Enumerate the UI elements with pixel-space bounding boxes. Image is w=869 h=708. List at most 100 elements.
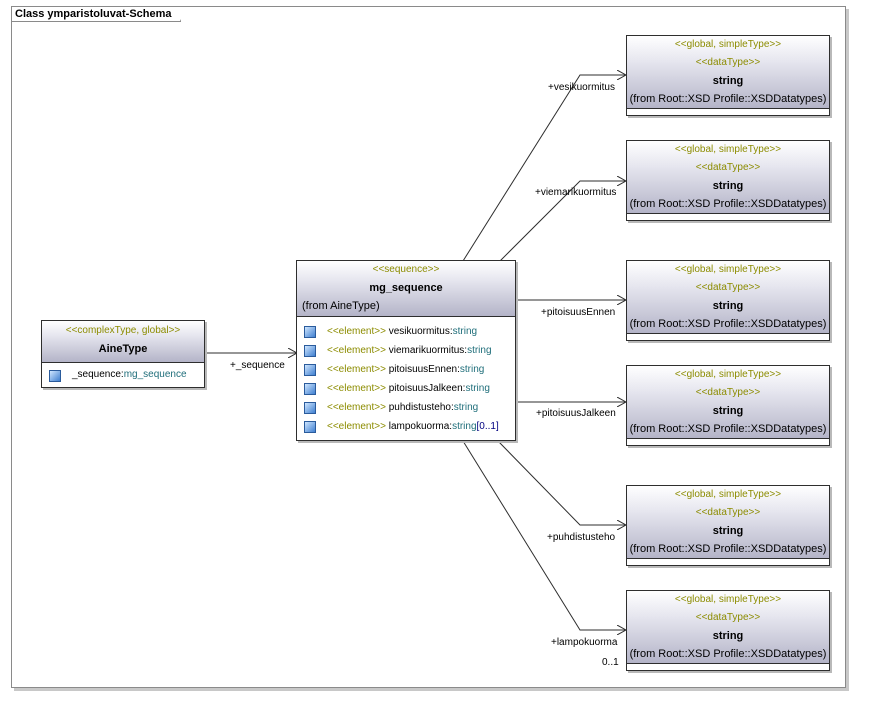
stereotype: <<global, simpleType>> xyxy=(674,369,782,380)
stereotype: <<dataType>> xyxy=(695,162,761,173)
element-attribute-icon xyxy=(304,326,316,338)
stereotype: <<global, simpleType>> xyxy=(674,489,782,500)
class-origin: (from Root::XSD Profile::XSDDatatypes) xyxy=(629,648,827,660)
multiplicity-label-lampokuorma: 0..1 xyxy=(602,657,619,668)
empty-compartment xyxy=(627,109,829,115)
assoc-line-vesikuormitus xyxy=(462,75,626,262)
assoc-line-viemarikuormitus xyxy=(499,181,626,262)
class-name: string xyxy=(712,525,744,537)
element-keyword: <<element>> xyxy=(327,421,386,432)
stereotype: <<sequence>> xyxy=(372,264,440,275)
stereotype: <<global, simpleType>> xyxy=(674,144,782,155)
element-row-pitoisuusennen[interactable]: <<element>> pitoisuusEnnen:string xyxy=(297,360,515,379)
stereotype: <<dataType>> xyxy=(695,387,761,398)
class-origin: (from Root::XSD Profile::XSDDatatypes) xyxy=(629,318,827,330)
datatype-string-lampokuorma[interactable]: <<global, simpleType>> <<dataType>> stri… xyxy=(626,590,830,671)
class-header: <<complexType, global>> AineType xyxy=(42,321,204,363)
stereotype: <<complexType, global>> xyxy=(65,325,181,336)
element-row-pitoisuusjalkeen[interactable]: <<element>> pitoisuusJalkeen:string xyxy=(297,379,515,398)
element-attribute-icon xyxy=(49,370,61,382)
stereotype: <<global, simpleType>> xyxy=(674,264,782,275)
class-name: string xyxy=(712,405,744,417)
element-list: <<element>> vesikuormitus:string <<eleme… xyxy=(297,317,515,440)
class-header: <<global, simpleType>> <<dataType>> stri… xyxy=(627,141,829,214)
role-label-viemarikuormitus: +viemarikuormitus xyxy=(535,187,617,198)
role-label-pitoisuusennen: +pitoisuusEnnen xyxy=(541,307,616,318)
element-name: puhdistusteho: xyxy=(388,402,454,413)
stereotype: <<dataType>> xyxy=(695,282,761,293)
class-name: string xyxy=(712,75,744,87)
class-aine-type[interactable]: <<complexType, global>> AineType _sequen… xyxy=(41,320,205,388)
element-type: string xyxy=(465,383,490,394)
element-attribute-icon xyxy=(304,402,316,414)
stereotype: <<global, simpleType>> xyxy=(674,39,782,50)
element-name: viemarikuormitus: xyxy=(388,345,468,356)
class-header: <<global, simpleType>> <<dataType>> stri… xyxy=(627,591,829,664)
stereotype: <<dataType>> xyxy=(695,507,761,518)
element-keyword: <<element>> xyxy=(327,402,386,413)
class-origin: (from AineType) xyxy=(302,300,380,312)
empty-compartment xyxy=(627,664,829,670)
element-attribute-icon xyxy=(304,364,316,376)
element-attribute-icon xyxy=(304,345,316,357)
datatype-string-viemarikuormitus[interactable]: <<global, simpleType>> <<dataType>> stri… xyxy=(626,140,830,221)
assoc-line-lampokuorma xyxy=(462,440,626,630)
element-keyword: <<element>> xyxy=(327,326,386,337)
empty-compartment xyxy=(627,439,829,445)
class-name: string xyxy=(712,630,744,642)
element-keyword: <<element>> xyxy=(327,364,386,375)
class-name: string xyxy=(712,180,744,192)
role-label-pitoisuusjalkeen: +pitoisuusJalkeen xyxy=(536,408,616,419)
datatype-string-vesikuormitus[interactable]: <<global, simpleType>> <<dataType>> stri… xyxy=(626,35,830,116)
element-type: string xyxy=(453,402,479,413)
empty-compartment xyxy=(627,559,829,565)
element-keyword: <<element>> xyxy=(327,383,386,394)
role-label-puhdistusteho: +puhdistusteho xyxy=(547,532,616,543)
element-attribute-icon xyxy=(304,383,316,395)
class-origin: (from Root::XSD Profile::XSDDatatypes) xyxy=(629,198,827,210)
class-header: <<sequence>> mg_sequence (from AineType) xyxy=(297,261,515,317)
element-type: string xyxy=(467,345,492,356)
element-row-vesikuormitus[interactable]: <<element>> vesikuormitus:string xyxy=(297,322,515,341)
assoc-line-puhdistusteho xyxy=(497,440,626,525)
attribute-type: mg_sequence xyxy=(123,369,187,380)
element-keyword: <<element>> xyxy=(327,345,386,356)
element-multiplicity: [0..1] xyxy=(476,421,499,432)
class-origin: (from Root::XSD Profile::XSDDatatypes) xyxy=(629,93,827,105)
empty-compartment xyxy=(627,214,829,220)
attribute-name: _sequence: xyxy=(72,369,124,380)
datatype-string-pitoisuusennen[interactable]: <<global, simpleType>> <<dataType>> stri… xyxy=(626,260,830,341)
stereotype: <<global, simpleType>> xyxy=(674,594,782,605)
element-name: lampokuorma: xyxy=(388,421,453,432)
class-origin: (from Root::XSD Profile::XSDDatatypes) xyxy=(629,543,827,555)
stereotype: <<dataType>> xyxy=(695,612,761,623)
class-header: <<global, simpleType>> <<dataType>> stri… xyxy=(627,261,829,334)
element-attribute-icon xyxy=(304,421,316,433)
element-row-lampokuorma[interactable]: <<element>> lampokuorma:string[0..1] xyxy=(297,417,515,436)
class-header: <<global, simpleType>> <<dataType>> stri… xyxy=(627,36,829,109)
class-header: <<global, simpleType>> <<dataType>> stri… xyxy=(627,486,829,559)
role-label-sequence: +_sequence xyxy=(230,360,285,371)
class-name: mg_sequence xyxy=(369,282,443,294)
attribute-row[interactable]: _sequence:mg_sequence xyxy=(42,363,204,387)
datatype-string-puhdistusteho[interactable]: <<global, simpleType>> <<dataType>> stri… xyxy=(626,485,830,566)
datatype-string-pitoisuusjalkeen[interactable]: <<global, simpleType>> <<dataType>> stri… xyxy=(626,365,830,446)
element-name: vesikuormitus: xyxy=(388,326,453,337)
diagram-title: Class ymparistoluvat-Schema xyxy=(12,7,186,22)
class-header: <<global, simpleType>> <<dataType>> stri… xyxy=(627,366,829,439)
element-type: string xyxy=(452,421,477,432)
element-name: pitoisuusJalkeen: xyxy=(388,383,466,394)
class-name: AineType xyxy=(98,343,148,355)
empty-compartment xyxy=(627,334,829,340)
element-row-viemarikuormitus[interactable]: <<element>> viemarikuormitus:string xyxy=(297,341,515,360)
element-name: pitoisuusEnnen: xyxy=(388,364,460,375)
role-label-lampokuorma: +lampokuorma xyxy=(551,637,618,648)
role-label-vesikuormitus: +vesikuormitus xyxy=(548,82,615,93)
class-mg-sequence[interactable]: <<sequence>> mg_sequence (from AineType)… xyxy=(296,260,516,441)
class-name: string xyxy=(712,300,744,312)
stereotype: <<dataType>> xyxy=(695,57,761,68)
element-row-puhdistusteho[interactable]: <<element>> puhdistusteho:string xyxy=(297,398,515,417)
element-type: string xyxy=(452,326,478,337)
class-origin: (from Root::XSD Profile::XSDDatatypes) xyxy=(629,423,827,435)
